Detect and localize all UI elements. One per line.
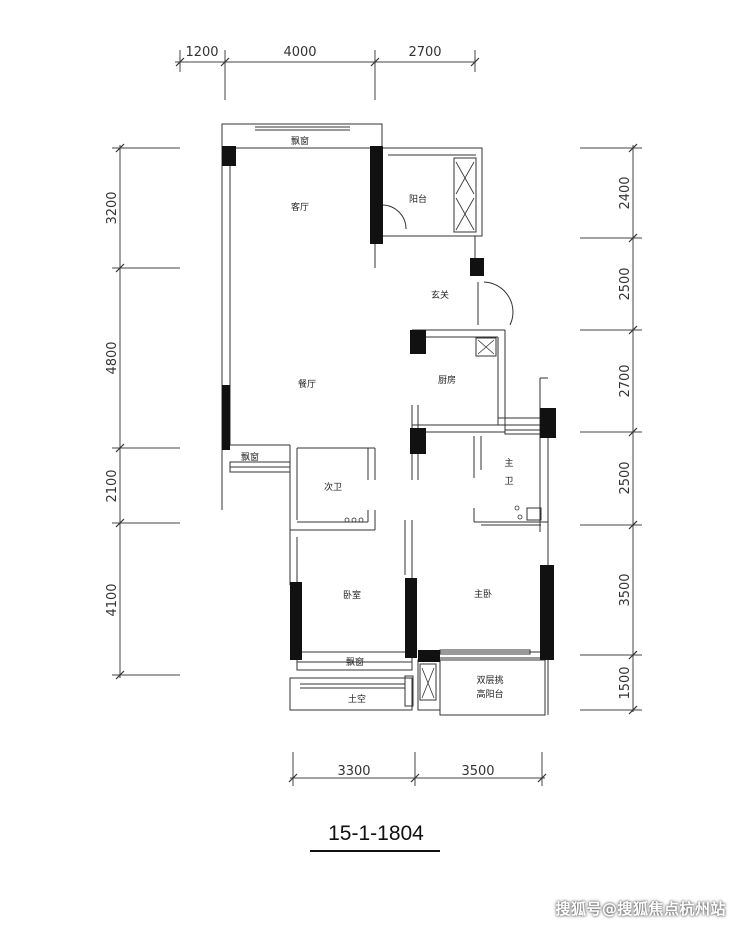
room-label-bay-window-left: 飘窗 [241,451,259,463]
room-label-double-balcony-2: 高阳台 [476,688,503,700]
room-label-bedroom: 卧室 [343,589,361,601]
room-label-second-bath: 次卫 [324,481,342,493]
dim-right-5: 3500 [618,573,633,606]
unit-label: 15-1-1804 [328,822,424,845]
dim-right-4: 2500 [618,461,633,494]
dimension-ticks [115,57,638,783]
room-label-ac-platform: 土空 [348,693,366,705]
dim-right-2: 2500 [618,267,633,300]
room-label-dining-room: 餐厅 [298,378,316,390]
dim-bottom-2: 3500 [461,764,494,779]
room-label-master-bedroom: 主卧 [474,588,492,600]
dim-left-4: 4100 [105,583,120,616]
dim-top-3: 2700 [408,45,441,60]
watermark: 搜狐号@搜狐焦点杭州站 [555,900,726,918]
dim-right-6: 1500 [618,666,633,699]
room-label-balcony: 阳台 [409,193,427,205]
room-label-master-bath-1: 主 [504,457,513,469]
dim-right-1: 2400 [618,176,633,209]
dim-top-2: 4000 [283,45,316,60]
wall-outlines [221,123,549,716]
structural-columns [222,146,556,662]
room-label-bay-window-bottom: 飘窗 [346,656,364,668]
dim-top-1: 1200 [185,45,218,60]
dim-left-3: 2100 [105,469,120,502]
room-label-bay-window-top: 飘窗 [291,135,309,147]
dimension-lines [112,50,642,786]
dim-left-1: 3200 [105,191,120,224]
dim-bottom-1: 3300 [337,764,370,779]
room-label-kitchen: 厨房 [438,374,456,386]
dim-right-3: 2700 [618,364,633,397]
room-label-living-room: 客厅 [291,201,309,213]
room-label-entrance: 玄关 [431,289,449,301]
bath-fixtures [344,505,523,523]
cabinet-marks [421,161,495,699]
room-label-double-balcony-1: 双层挑 [476,674,503,686]
dim-left-2: 4800 [105,341,120,374]
room-label-master-bath-2: 卫 [504,477,513,487]
